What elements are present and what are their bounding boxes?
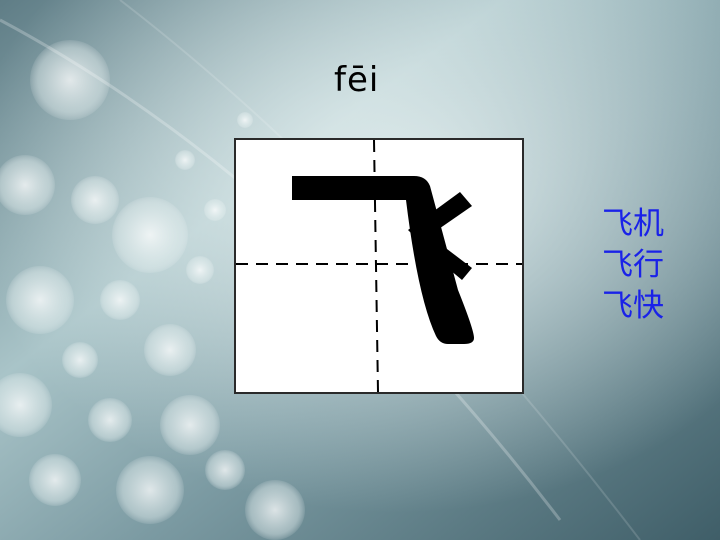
word-list: 飞机 飞行 飞快 bbox=[602, 204, 664, 327]
character-glyph bbox=[292, 176, 474, 344]
word-item: 飞行 bbox=[602, 247, 664, 283]
word-item: 飞快 bbox=[602, 288, 664, 324]
pinyin-label: fēi bbox=[334, 60, 380, 100]
word-item: 飞机 bbox=[602, 206, 664, 242]
writing-grid: 飞 bbox=[234, 138, 524, 394]
